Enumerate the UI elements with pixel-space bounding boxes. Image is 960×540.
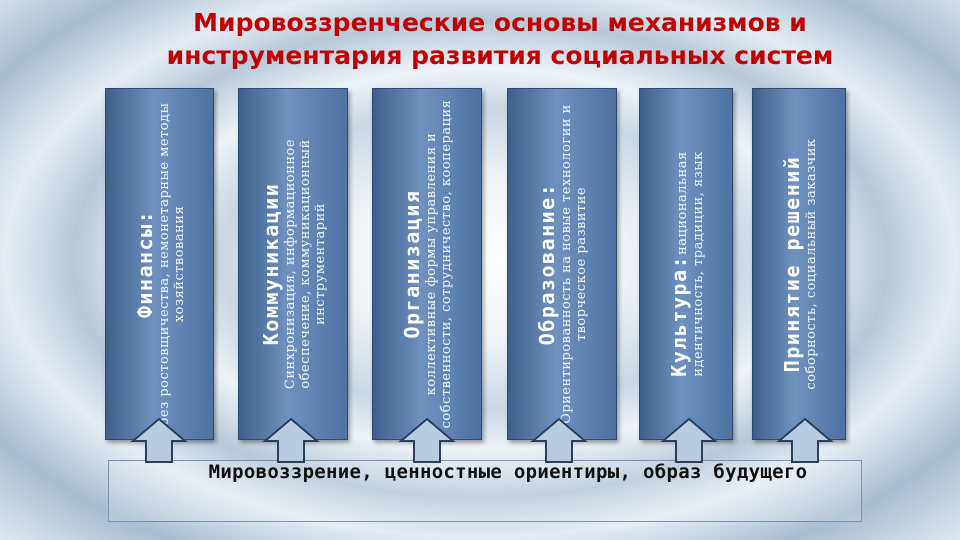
pillar-decision-making-heading: Принятие решений <box>779 155 804 373</box>
pillar-decision-making-description: соборность, социальный заказчик <box>803 138 819 390</box>
arrow-up-icon <box>130 417 188 463</box>
arrow-up-icon <box>398 417 456 463</box>
pillar-organization-heading: Организация <box>400 189 424 339</box>
pillar-culture-heading: Культура: <box>666 254 691 377</box>
pillar-communications: Коммуникации Синхронизация, информационн… <box>238 88 348 440</box>
pillar-education-description: Ориентированность на новые технологии и … <box>559 104 589 424</box>
pillar-culture-description-inline: национальная <box>674 151 690 255</box>
pillar-finance: Финансы: без ростовщичества, немонетарны… <box>105 88 214 440</box>
pillar-organization: Организация коллективные формы управлени… <box>372 88 482 440</box>
pillar-communications-description: Синхронизация, информационное обеспечени… <box>282 138 328 390</box>
pillar-finance-description: без ростовщичества, немонетарные методы … <box>156 102 187 426</box>
pillar-organization-description: коллективные формы управления и собствен… <box>424 99 454 429</box>
pillar-decision-making: Принятие решений соборность, социальный … <box>752 88 846 440</box>
pillar-communications-heading: Коммуникации <box>258 182 283 346</box>
pillar-culture: Культура:национальная идентичность, трад… <box>639 88 733 440</box>
arrow-up-icon <box>660 417 718 463</box>
pillar-culture-description: идентичность, традиции, язык <box>690 151 706 377</box>
arrow-up-icon <box>776 417 834 463</box>
pillar-education: Образование: Ориентированность на новые … <box>507 88 617 440</box>
arrow-up-icon <box>530 417 588 463</box>
pillar-education-heading: Образование: <box>535 182 559 346</box>
slide-title: Мировоззренческие основы механизмов и ин… <box>166 8 834 70</box>
foundation-box <box>108 460 862 522</box>
foundation-label: Мировоззрение, ценностные ориентиры, обр… <box>208 461 808 483</box>
pillar-finance-heading: Финансы: <box>132 209 157 319</box>
arrow-up-icon <box>262 417 320 463</box>
